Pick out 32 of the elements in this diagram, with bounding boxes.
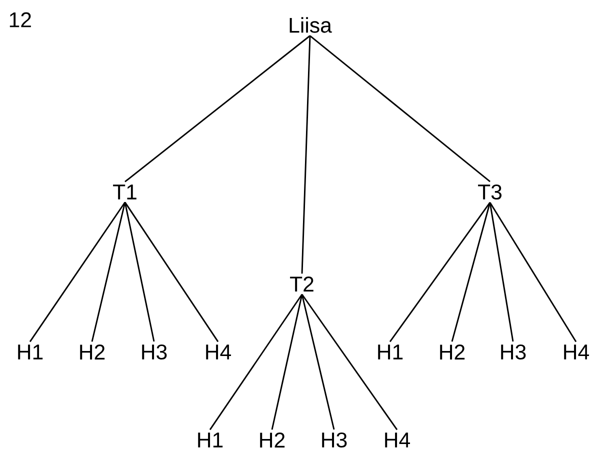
tree-node-label: H2 — [260, 432, 285, 448]
tree-node-label: H4 — [206, 344, 231, 360]
tree-line — [271, 294, 303, 430]
tree-node-label: T2 — [290, 276, 314, 292]
tree-node-label: H2 — [440, 344, 465, 360]
tree-line — [124, 202, 219, 342]
tree-node-label: H1 — [378, 344, 403, 360]
tree-line — [301, 36, 311, 274]
tree-node-label: H3 — [322, 432, 347, 448]
tree-line — [451, 202, 491, 342]
tree-node-label: H4 — [564, 344, 589, 360]
tree-line — [389, 202, 491, 342]
tree-node-label: Liisa — [290, 17, 332, 33]
tree-line — [489, 202, 577, 342]
tree-line — [91, 202, 126, 342]
tree-line — [124, 35, 310, 182]
tree-line — [489, 202, 514, 342]
tree-line — [301, 294, 398, 430]
tree-node-label: H3 — [501, 344, 526, 360]
tree-line — [310, 35, 490, 182]
tree-node-label: H1 — [198, 432, 223, 448]
tree-line — [29, 202, 126, 342]
figure-number: 12 — [10, 12, 31, 28]
tree-node-label: H2 — [80, 344, 105, 360]
tree-node-label: T3 — [478, 184, 502, 200]
tree-node-label: H1 — [18, 344, 43, 360]
tree-line — [301, 294, 335, 430]
tree-node-label: T1 — [113, 184, 136, 200]
tree-line — [209, 294, 303, 430]
tree-line — [124, 202, 155, 342]
tree-node-label: H4 — [385, 432, 410, 448]
tree-node-label: H3 — [142, 344, 167, 360]
